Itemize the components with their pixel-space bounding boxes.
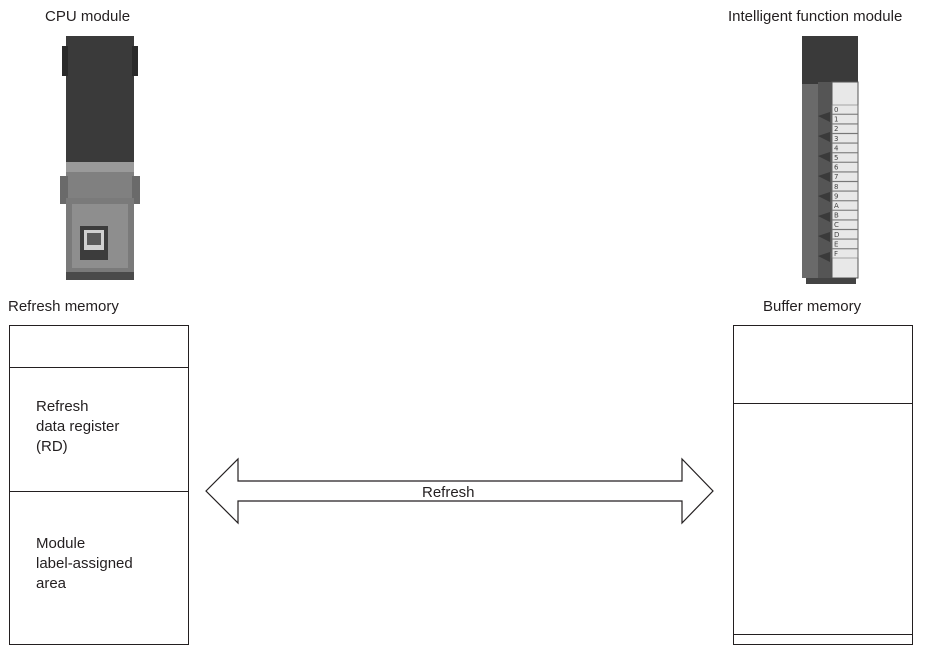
led-label: A	[834, 202, 839, 210]
refresh-memory-section-rd	[10, 368, 188, 492]
intelligent-module-title: Intelligent function module	[728, 8, 903, 25]
led-cell	[831, 162, 859, 172]
led-label: 4	[834, 144, 839, 152]
led-cell	[831, 181, 859, 192]
led-label: C	[834, 221, 839, 229]
led-label: E	[834, 240, 838, 248]
led-label: 9	[834, 192, 838, 200]
led-label: 1	[834, 116, 838, 124]
led-cell	[831, 171, 859, 182]
led-cell	[831, 152, 859, 163]
led-label: 3	[834, 135, 838, 143]
led-cell	[831, 210, 859, 220]
led-cell	[831, 191, 859, 201]
refresh-memory-section-top	[10, 326, 188, 368]
refresh-arrow-label: Refresh	[422, 484, 475, 501]
led-label: F	[834, 250, 838, 258]
led-label: 7	[834, 173, 838, 181]
led-cell	[831, 104, 859, 115]
refresh-memory-title: Refresh memory	[8, 298, 119, 315]
led-cell	[831, 123, 859, 134]
led-cell	[831, 239, 859, 249]
led-label: 6	[834, 164, 839, 172]
led-label: B	[834, 212, 839, 220]
led-label: 0	[834, 106, 838, 114]
led-label: 2	[834, 125, 838, 133]
led-cell	[831, 133, 859, 144]
cpu-module-illustration	[60, 36, 140, 280]
buffer-memory-title: Buffer memory	[763, 298, 862, 315]
led-cell	[831, 143, 859, 153]
led-label: 8	[834, 183, 838, 191]
buffer-memory-section-top	[734, 326, 912, 404]
led-label: 5	[834, 154, 838, 162]
led-cell	[831, 114, 859, 124]
buffer-memory-section-middle	[734, 404, 912, 635]
led-cell	[831, 229, 859, 240]
led-label: D	[834, 231, 839, 239]
cpu-module-title: CPU module	[45, 8, 131, 25]
refresh-double-arrow	[205, 457, 714, 525]
led-cell	[831, 248, 859, 259]
buffer-memory-block	[733, 325, 913, 645]
led-cell	[831, 219, 859, 230]
led-cell	[831, 200, 859, 211]
